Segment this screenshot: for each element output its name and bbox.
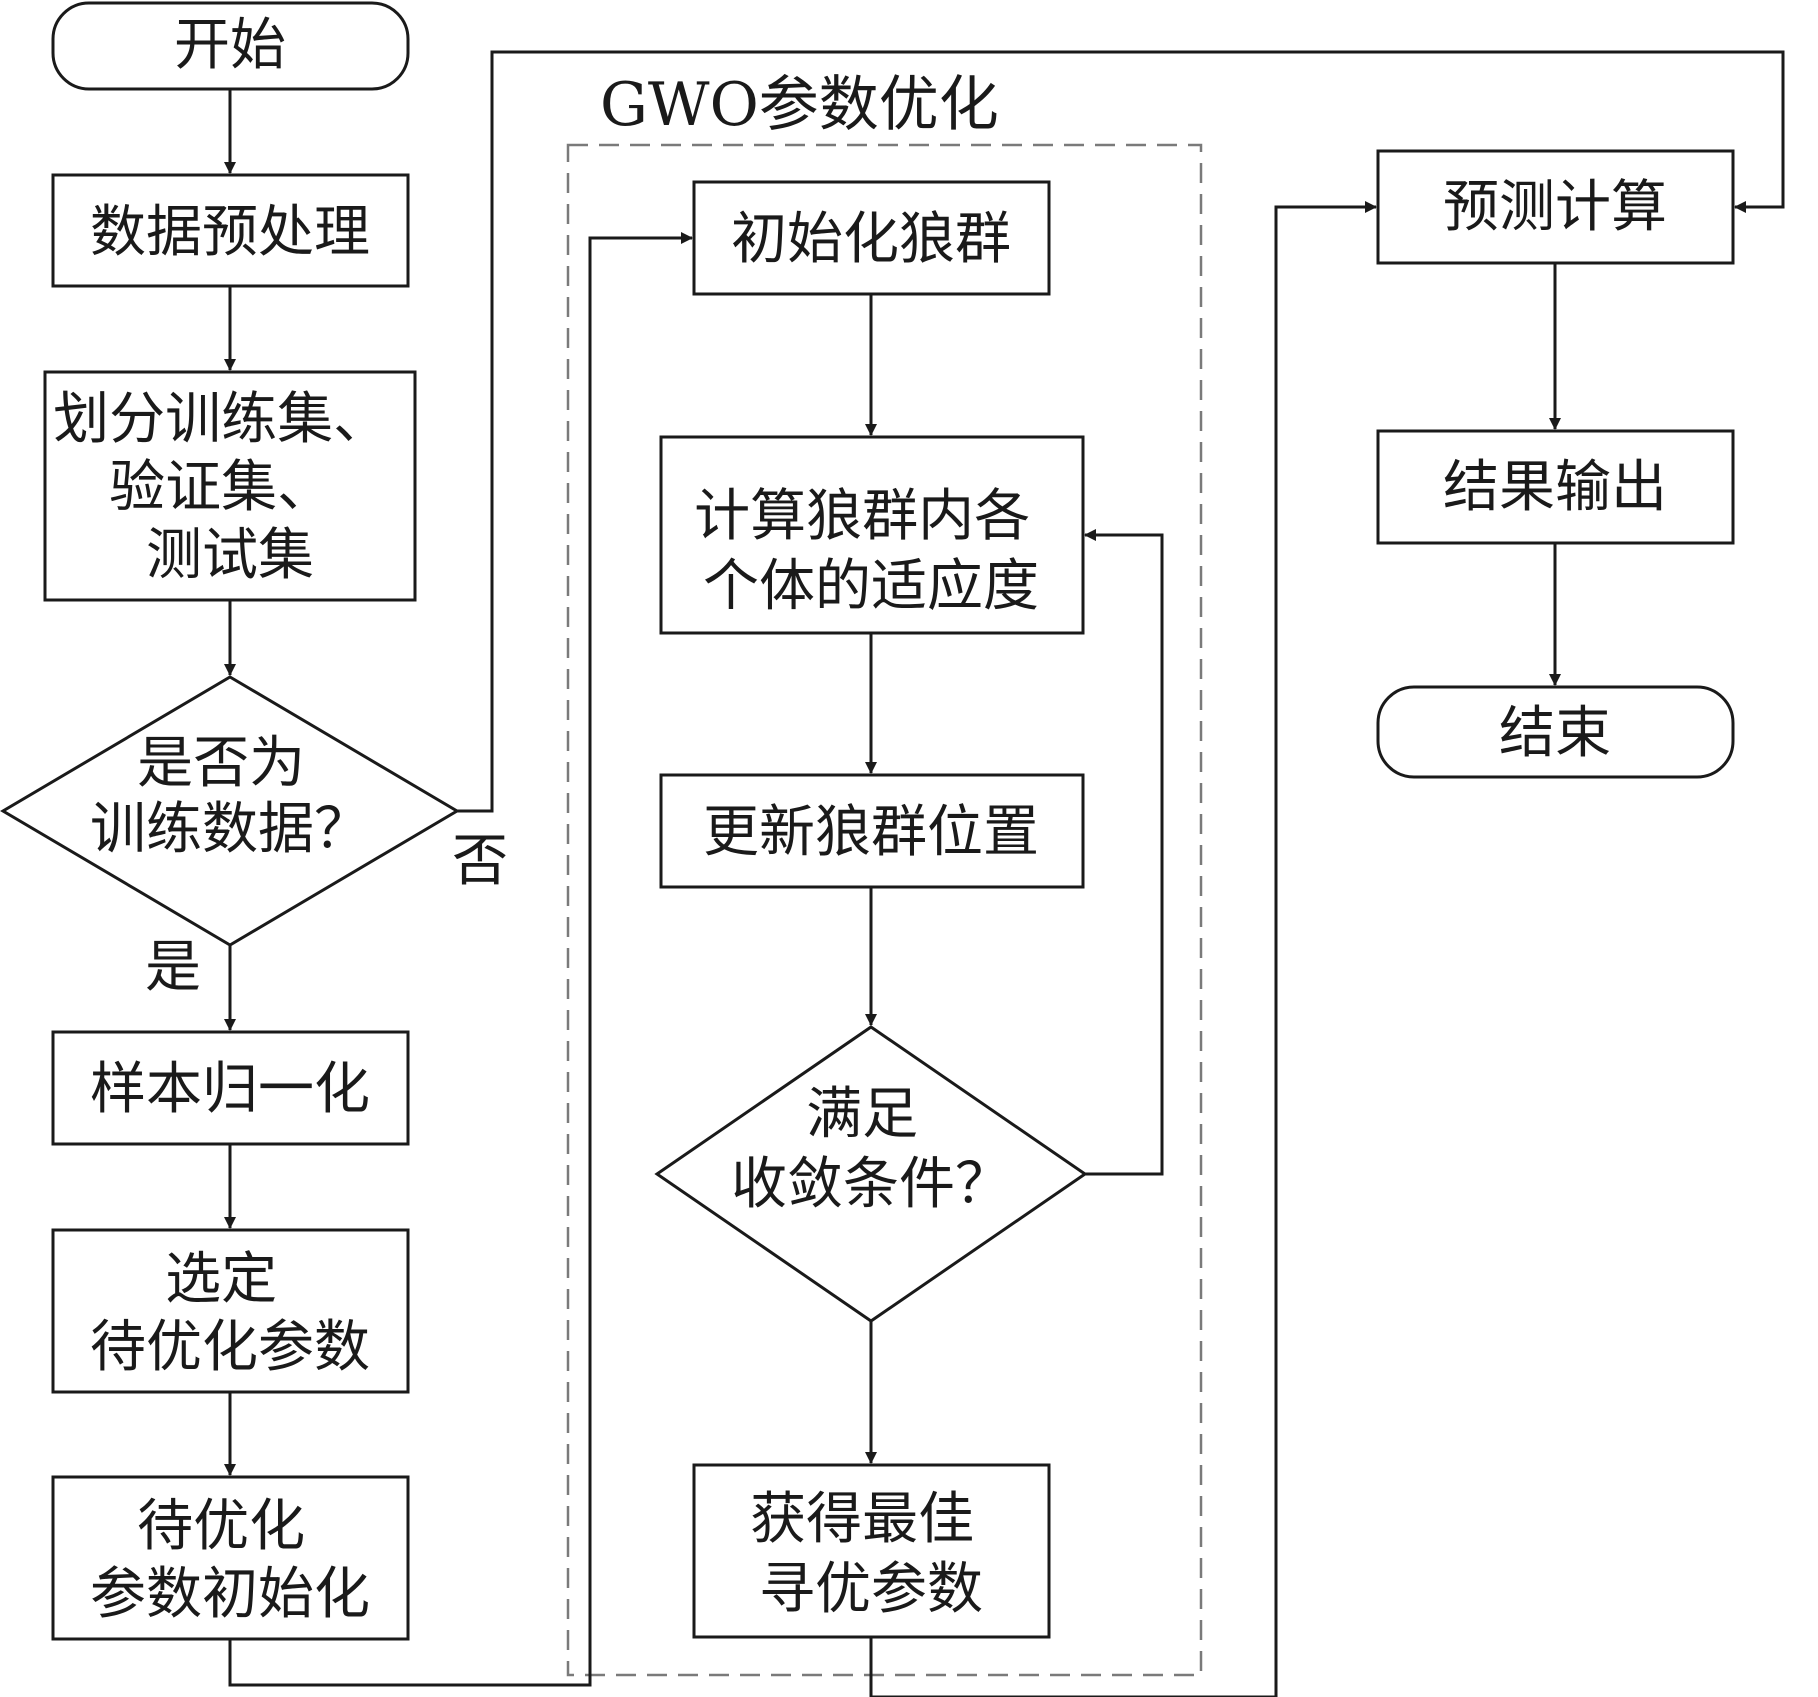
node-converge: 满足 收敛条件？ <box>654 1025 1088 1323</box>
edge-label-no: 否 <box>452 829 508 894</box>
node-update-label: 更新狼群位置 <box>703 800 1039 865</box>
edge-istrain-no-predict <box>457 50 1785 813</box>
node-output: 结果输出 <box>1376 429 1735 545</box>
node-best-label: 获得最佳 寻优参数 <box>750 1487 992 1622</box>
node-output-label: 结果输出 <box>1443 455 1667 520</box>
node-param-init: 待优化 参数初始化 <box>51 1475 410 1641</box>
node-preprocess: 数据预处理 <box>51 173 410 288</box>
node-param-init-label: 待优化 参数初始化 <box>90 1494 370 1627</box>
node-is-train-label: 是否为 训练数据？ <box>90 731 370 862</box>
node-init-wolves: 初始化狼群 <box>692 180 1051 296</box>
node-start-label: 开始 <box>174 13 286 78</box>
node-is-train: 是否为 训练数据？ <box>0 675 460 947</box>
node-predict-label: 预测计算 <box>1443 175 1667 240</box>
node-init-wolves-label: 初始化狼群 <box>731 207 1011 272</box>
node-update: 更新狼群位置 <box>659 773 1085 889</box>
edge-converge-loop-fitness <box>1084 529 1164 1176</box>
node-start: 开始 <box>51 1 410 91</box>
node-fitness-label: 计算狼群内各 个体的适应度 <box>694 484 1048 619</box>
node-converge-label: 满足 收敛条件？ <box>731 1082 1011 1217</box>
gwo-group-frame <box>566 143 1203 1677</box>
node-normalize-label: 样本归一化 <box>90 1057 370 1122</box>
edge-paraminit-initwolves <box>228 232 693 1687</box>
node-predict: 预测计算 <box>1376 149 1735 265</box>
node-select: 选定 待优化参数 <box>51 1228 410 1394</box>
node-end: 结束 <box>1376 685 1735 779</box>
edge-label-yes: 是 <box>145 935 201 1000</box>
node-best: 获得最佳 寻优参数 <box>692 1463 1051 1639</box>
node-end-label: 结束 <box>1499 701 1611 766</box>
gwo-group-label: GWO参数优化 <box>600 70 999 140</box>
node-select-label: 选定 待优化参数 <box>90 1247 370 1380</box>
node-split-label: 划分训练集、 验证集、 测试集 <box>53 387 407 588</box>
node-normalize: 样本归一化 <box>51 1030 410 1146</box>
node-split: 划分训练集、 验证集、 测试集 <box>43 370 417 602</box>
node-fitness: 计算狼群内各 个体的适应度 <box>659 435 1085 635</box>
edge-best-predict <box>869 201 1377 1697</box>
node-preprocess-label: 数据预处理 <box>90 200 370 265</box>
